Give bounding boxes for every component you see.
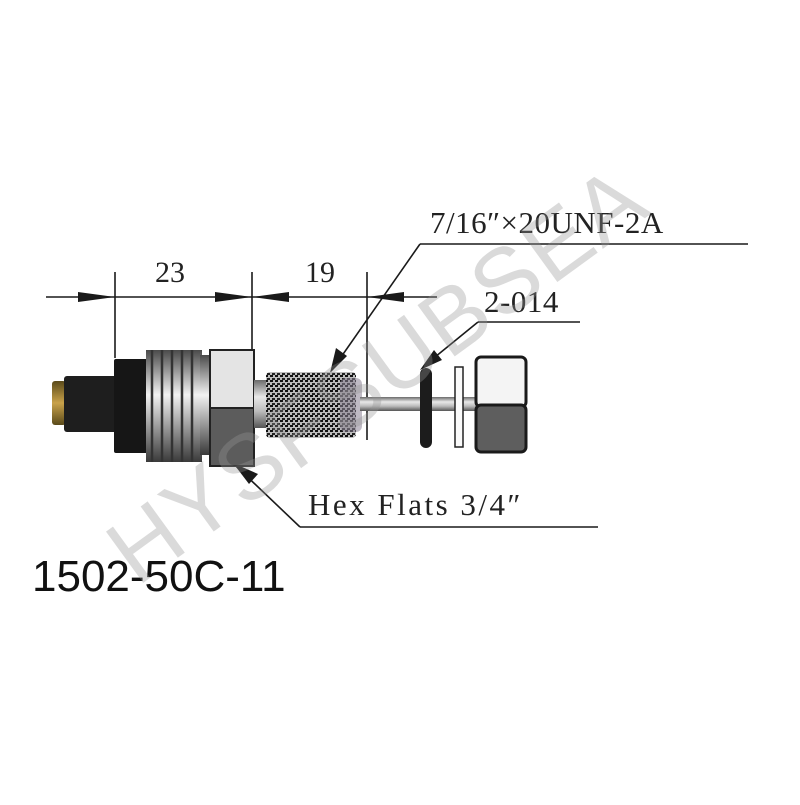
o-ring (420, 368, 432, 448)
oring-spec-label: 2-014 (484, 284, 559, 319)
oring-leader (420, 321, 580, 370)
connector-body (64, 376, 118, 432)
hex-dark-face (209, 407, 255, 467)
end-nut-dark (474, 403, 528, 454)
washer (454, 366, 464, 448)
collar (114, 359, 148, 453)
dimension-23: 23 (155, 256, 185, 289)
brass-tip (52, 381, 66, 425)
threaded-barrel (146, 350, 202, 462)
knurled-thread (266, 372, 356, 438)
part-number: 1502-50C-11 (32, 552, 286, 601)
hex-light-face (209, 349, 255, 409)
hex-flats-label: Hex Flats 3/4″ (308, 487, 523, 522)
end-nut-light (474, 355, 528, 409)
dimension-19: 19 (305, 256, 335, 289)
dimension-lines (46, 272, 437, 440)
thread-spec-label: 7/16″×20UNF-2A (430, 205, 664, 240)
hex-leader (233, 463, 598, 528)
thread-leader (330, 243, 748, 373)
